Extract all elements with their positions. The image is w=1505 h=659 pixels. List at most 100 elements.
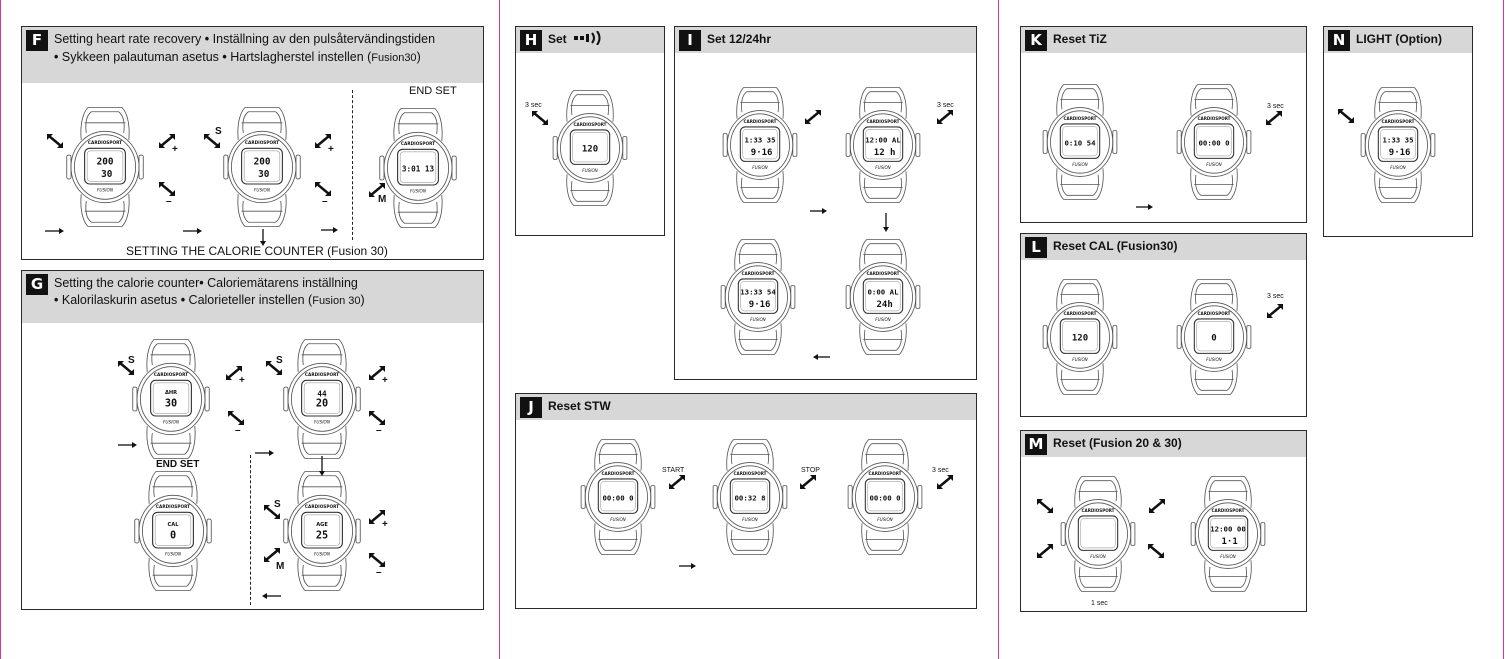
- panel-m-header: M Reset (Fusion 20 & 30): [1021, 431, 1306, 457]
- footer-text: SETTING THE CALORIE COUNTER: [126, 244, 324, 258]
- plus-button-icon: [226, 366, 242, 380]
- brand-text: CARDIOSPORT: [734, 471, 767, 476]
- m-label: M: [378, 194, 386, 205]
- lcd-top: 44: [317, 389, 327, 398]
- model-text: FUSION: [752, 165, 767, 170]
- panel-f: F Setting heart rate recovery • Inställn…: [21, 26, 484, 260]
- brand-text: CARDIOSPORT: [1212, 508, 1245, 513]
- minus-button-icon: [369, 411, 385, 425]
- next-step-arrow-icon: [45, 228, 64, 234]
- brand-text: CARDIOSPORT: [744, 119, 777, 124]
- brand-text: CARDIOSPORT: [867, 271, 900, 276]
- three-sec-label: 3 sec: [937, 102, 954, 109]
- title-text: Reset: [1053, 436, 1086, 450]
- lcd-top: 12:00 00: [1210, 525, 1246, 534]
- panel-title: Set 12/24hr: [707, 32, 772, 46]
- model-text: FUSION: [254, 188, 271, 194]
- lcd-value: 20: [316, 399, 328, 410]
- panel-title-line-2: • Sykkeen palautuman asetus • Hartslaghe…: [54, 50, 421, 64]
- mode-button-icon: [805, 110, 821, 124]
- lcd-top: 120: [582, 144, 598, 154]
- title-nl: Calorieteller instellen (: [188, 293, 313, 307]
- lcd-top: 00:32 8: [734, 493, 765, 502]
- lcd-bottom: 12 h: [874, 148, 896, 158]
- panel-l-header: L Reset CAL (Fusion30): [1021, 234, 1306, 260]
- reset-button-icon: [1267, 304, 1283, 318]
- panel-title: Reset (Fusion 20 & 30): [1053, 435, 1182, 452]
- down-arrow-icon: [883, 213, 889, 232]
- model-text: FUSION: [582, 168, 597, 173]
- model-text: FUSION: [97, 188, 114, 194]
- brand-text: CARDIOSPORT: [869, 471, 902, 476]
- prev-step-arrow-icon: [262, 593, 281, 599]
- panel-f-header: F Setting heart rate recovery • Inställn…: [22, 27, 483, 83]
- panel-title-line-1: Setting heart rate recovery • Inställnin…: [54, 32, 436, 46]
- panel-i-header: I Set 12/24hr: [675, 27, 976, 53]
- page-edge-right: [1503, 0, 1504, 659]
- model-text: FUSION: [610, 517, 625, 522]
- lcd-top: 00:00 0: [602, 493, 633, 502]
- lcd-top: 00:00 0: [1198, 138, 1229, 147]
- title-text: Set: [548, 32, 567, 46]
- lcd-value: 0: [170, 531, 176, 542]
- model-text: FUSION: [750, 317, 765, 322]
- title-fi: Sykkeen palautuman asetus: [61, 50, 219, 64]
- title-nl: Hartslagherstel instellen (: [230, 50, 372, 64]
- panel-k-header: K Reset TiZ: [1021, 27, 1306, 53]
- plus-button-icon: [369, 510, 385, 524]
- panel-title-line-2: • Kalorilaskurin asetus • Calorieteller …: [54, 293, 365, 307]
- panel-i: I Set 12/24hr: [674, 26, 977, 380]
- minus-button-icon: [315, 182, 331, 196]
- next-step-arrow-icon: [255, 450, 274, 456]
- brand-text: CARDIOSPORT: [1382, 119, 1415, 124]
- lcd-top: 3:01 13: [402, 164, 435, 173]
- stop-label: STOP: [801, 467, 820, 474]
- brand-text: CARDIOSPORT: [88, 140, 122, 146]
- minus-label: –: [235, 425, 241, 436]
- panel-g: G Setting the calorie counter• Caloriemä…: [21, 270, 484, 610]
- m-label: M: [276, 561, 284, 572]
- lcd-bottom: 9·16: [749, 300, 771, 310]
- model-text: FUSION: [875, 317, 890, 322]
- lcd-label: ΔHR: [165, 390, 177, 396]
- brand-text: CARDIOSPORT: [602, 471, 635, 476]
- lcd-top: 13:33 54: [740, 288, 776, 297]
- title-fi: Kalorilaskurin asetus: [61, 293, 178, 307]
- minus-button-icon: [369, 553, 385, 567]
- light-button-icon: [1338, 109, 1354, 123]
- title-model: Fusion30: [371, 52, 417, 64]
- calorie-counter-footer: SETTING THE CALORIE COUNTER (Fusion 30): [126, 244, 388, 258]
- plus-label: +: [328, 144, 334, 155]
- watch-j1: CARDIOSPORT FUSION 00:00 0: [580, 439, 656, 555]
- minus-label: –: [166, 196, 172, 207]
- mode-button-icon: [937, 110, 953, 124]
- lcd-top: 0:10 54: [1064, 138, 1096, 147]
- model-text: FUSION: [163, 420, 180, 426]
- model-text: FUSION: [1206, 357, 1221, 362]
- brand-text: CARDIOSPORT: [1064, 116, 1097, 121]
- panel-h-header: H Set: [516, 27, 664, 53]
- page-edge-left: [0, 0, 1, 659]
- s-label: S: [215, 126, 222, 137]
- brand-text: CARDIOSPORT: [1198, 116, 1231, 121]
- lcd-top: 200: [97, 156, 114, 167]
- end-set-label: END SET: [409, 85, 457, 97]
- next-step-arrow-icon: [118, 442, 137, 448]
- three-sec-label: 3 sec: [932, 467, 949, 474]
- minus-label: –: [322, 196, 328, 207]
- model-text: FUSION: [742, 517, 757, 522]
- lcd-top: 12:00 AL: [865, 136, 901, 145]
- panel-title: Set: [548, 30, 607, 48]
- lcd-top: 0:00 AL: [867, 288, 899, 297]
- column-divider-2: [998, 0, 999, 659]
